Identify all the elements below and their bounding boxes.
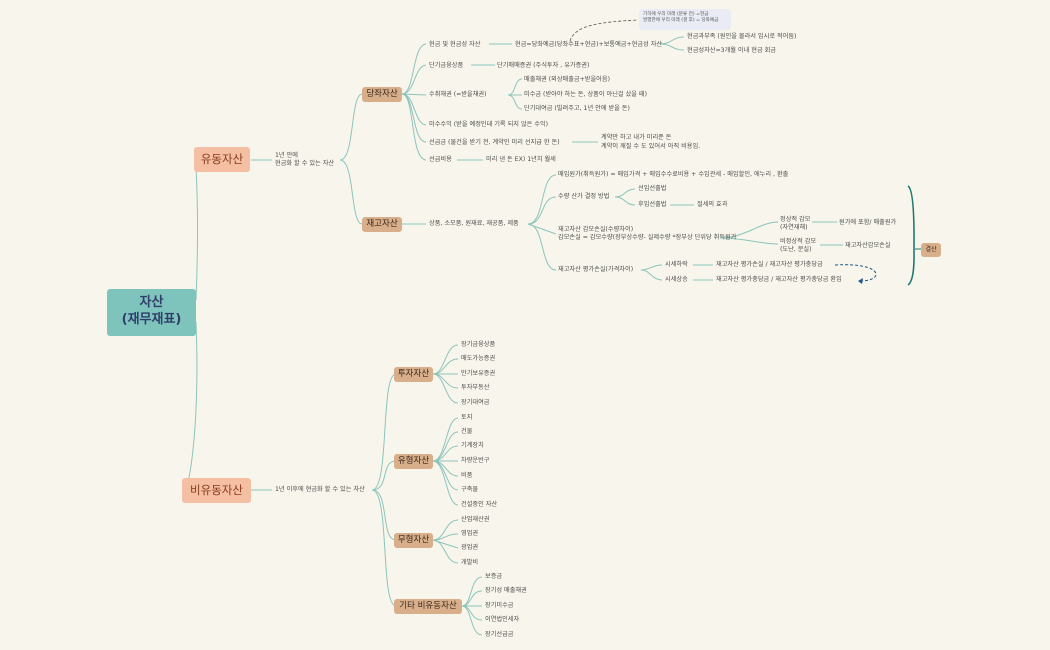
receivables-node[interactable]: 수취채권 (=받을채권)	[429, 91, 487, 98]
prepaid-node[interactable]: 선급비용	[429, 156, 452, 163]
other-item[interactable]: 이연법인세자	[485, 616, 520, 623]
arrow-head-icon	[858, 278, 863, 284]
investment-item[interactable]: 만기보유증권	[461, 370, 496, 377]
tangible-item[interactable]: 구축물	[461, 486, 479, 493]
price-drop[interactable]: 시세하락	[665, 261, 688, 268]
tangible-item[interactable]: 기계장치	[461, 442, 484, 449]
edge-desc-inventory	[339, 159, 363, 225]
current-desc-line1: 1년 안에	[275, 152, 298, 159]
price-rise-result[interactable]: 재고자산 평가충당금 / 재고자산 평가충당금 환입	[716, 276, 842, 283]
advance-note1[interactable]: 계약만 하고 내가 미리준 돈	[601, 134, 672, 141]
valuation-arrow	[834, 264, 877, 282]
edge-root-current	[195, 159, 199, 301]
tangible-item[interactable]: 건설중인 자산	[461, 501, 498, 508]
current-desc-line2: 현금화 할 수 있는 자산	[275, 160, 335, 167]
cash-shortage[interactable]: 현금과부족 (원인을 몰라서 임시로 적어둠)	[687, 33, 797, 40]
node-noncurrent-assets[interactable]: 비유동자산	[182, 478, 251, 503]
node-other-noncurrent[interactable]: 기타 비유동자산	[394, 599, 462, 614]
investment-item[interactable]: 장기대여금	[461, 399, 490, 406]
abnormal-loss-note[interactable]: (도난, 분실)	[780, 246, 812, 253]
root-subtitle: (재무재표)	[121, 312, 182, 327]
normal-loss-note[interactable]: (자연재해)	[780, 224, 808, 231]
short-fin-node[interactable]: 단기금융상품	[429, 62, 464, 69]
other-item[interactable]: 장기선급금	[485, 631, 514, 638]
note-line2: 발행한에 우리 미래 (결 후) = 당좌예금	[643, 18, 719, 23]
short-fin-value[interactable]: 단기매매증권 (주식투자 , 유가증권)	[497, 62, 590, 69]
intangible-item[interactable]: 개발비	[461, 559, 479, 566]
node-current-assets[interactable]: 유동자산	[194, 147, 250, 172]
loss-line2[interactable]: 감모손실 = 감모수량(장부상수량- 실제수량 *장부상 단위당 취득원가	[558, 234, 737, 241]
receivable-item[interactable]: 미수금 (받아야 하는 돈, 상품이 아닌걸 샀을 때)	[524, 91, 648, 98]
abnormal-loss-result[interactable]: 재고자산감모손실	[845, 242, 891, 249]
node-quick-assets[interactable]: 당좌자산	[362, 87, 402, 102]
summary-bracket	[907, 185, 915, 286]
edge-root-noncurrent	[184, 321, 198, 491]
root-title: 자산	[139, 295, 164, 310]
noncurrent-desc: 1년 이후에 현금화 할 수 있는 자산	[275, 486, 365, 493]
receivable-item[interactable]: 매출채권 (외상매출금+받을어음)	[524, 76, 610, 83]
intangible-item[interactable]: 광업권	[461, 544, 479, 551]
prepaid-value[interactable]: 미리 낸 돈 EX) 1년치 월세	[486, 156, 556, 163]
node-investment[interactable]: 투자자산	[394, 367, 433, 382]
intangible-item[interactable]: 산업재산권	[461, 516, 490, 523]
other-item[interactable]: 보증금	[485, 573, 503, 580]
investment-item[interactable]: 장기금융상품	[461, 341, 496, 348]
other-item[interactable]: 장기미수금	[485, 602, 514, 609]
inventory-types[interactable]: 상품, 소모품, 원재료, 재공품, 제품	[429, 220, 519, 227]
node-intangible[interactable]: 무형자산	[394, 533, 433, 548]
method-node[interactable]: 수량 산가 결정 방법	[558, 193, 610, 200]
fifo[interactable]: 선입선출법	[638, 185, 667, 192]
tangible-item[interactable]: 비품	[461, 472, 473, 479]
cash-equivalent[interactable]: 현금성자산=3개월 이내 현금 회금	[687, 47, 777, 54]
cash-note-callout[interactable]: 기하에 우리 미래 (분류 전) =현금 발행한에 우리 미래 (결 후) = …	[639, 9, 731, 30]
node-tangible[interactable]: 유형자산	[394, 454, 433, 469]
node-inventory[interactable]: 재고자산	[362, 217, 402, 232]
advance-node[interactable]: 선급금 (물건을 받기 전, 계약인 미리 선지급 한 돈)	[429, 139, 560, 146]
note-line1: 기하에 우리 미래 (분류 전) =현금	[643, 12, 709, 17]
cash-node[interactable]: 현금 및 현금성 자산	[429, 41, 481, 48]
root-node[interactable]: 자산 (재무재표)	[107, 289, 196, 336]
intangible-item[interactable]: 영업권	[461, 530, 479, 537]
price-rise[interactable]: 시세상승	[665, 276, 688, 283]
price-drop-result[interactable]: 재고자산 평가손실 / 재고자산 평가충당금	[716, 261, 823, 268]
tangible-item[interactable]: 차량운반구	[461, 457, 490, 464]
edge-desc-quick	[339, 93, 363, 161]
summary-settlement[interactable]: 결산	[921, 243, 941, 257]
tangible-item[interactable]: 건물	[461, 428, 473, 435]
lifo-note[interactable]: 절세의 효과	[697, 201, 728, 208]
lifo[interactable]: 후입선출법	[638, 201, 667, 208]
accrued-node[interactable]: 미수수익 (받을 예정인데 기록 되지 않은 수익)	[429, 121, 549, 128]
investment-item[interactable]: 매도가능증권	[461, 355, 496, 362]
valuation-node[interactable]: 재고자산 평가손실(가격차이)	[558, 266, 634, 273]
cash-formula[interactable]: 현금=당좌예금(당좌수표+현금)+보통예금+현금성 자산	[515, 41, 663, 48]
abnormal-loss[interactable]: 비정상적 감모	[780, 238, 817, 245]
inventory-cost[interactable]: 매입원가(취득원가) = 매입가격 + 매입수수료비용 + 수입관세 - 매입할…	[558, 171, 789, 178]
tangible-item[interactable]: 토지	[461, 414, 473, 421]
loss-line1[interactable]: 재고자산 감모손실(수량차이)	[558, 226, 634, 233]
normal-loss[interactable]: 정상적 감모	[780, 216, 811, 223]
callout-connector	[569, 19, 639, 42]
advance-note2[interactable]: 계약이 깨질 수 도 있어서 아직 비용임.	[601, 143, 701, 150]
investment-item[interactable]: 투자부동산	[461, 384, 490, 391]
normal-loss-result[interactable]: 원가에 포함/ 매출원가	[839, 219, 897, 226]
receivable-item[interactable]: 단기대여금 (빌려주고, 1년 안에 받을 돈)	[524, 105, 630, 112]
other-item[interactable]: 장기성 매출채권	[485, 587, 527, 594]
